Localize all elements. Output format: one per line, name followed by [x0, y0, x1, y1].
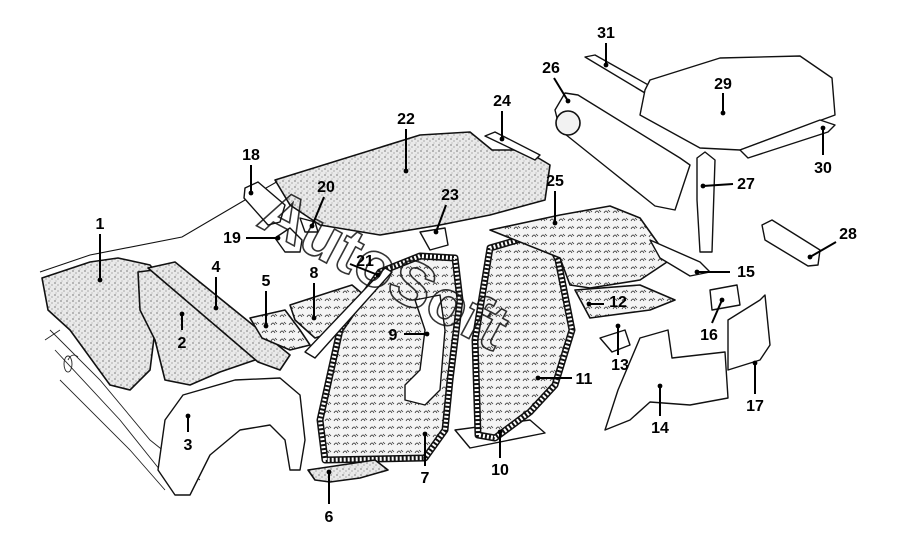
leader-dot-19 — [275, 235, 281, 241]
callout-20: 20 — [317, 179, 335, 196]
callout-2: 2 — [178, 335, 187, 352]
leader-dot-23 — [433, 229, 439, 235]
leader-dot-3 — [185, 413, 191, 419]
callout-9: 9 — [389, 327, 398, 344]
callout-30: 30 — [814, 160, 832, 177]
leader-dot-27 — [700, 183, 706, 189]
callout-24: 24 — [493, 93, 511, 110]
callout-13: 13 — [611, 357, 629, 374]
callout-18: 18 — [242, 147, 260, 164]
callout-19: 19 — [223, 230, 241, 247]
callout-26: 26 — [542, 60, 560, 77]
leader-dot-18 — [248, 190, 254, 196]
leader-line-21 — [349, 263, 379, 276]
part-12-floor-pad — [574, 284, 676, 319]
leader-dot-5 — [263, 323, 269, 329]
leader-dot-20 — [309, 223, 315, 229]
leader-dot-30 — [820, 125, 826, 131]
part-11-seal-detail — [473, 230, 574, 440]
part-28-bracket — [761, 219, 821, 267]
speaker-grille — [555, 110, 581, 136]
part-6-sill-front — [307, 459, 389, 483]
callout-1: 1 — [96, 216, 105, 233]
callout-labels: 1234567891011121314151617181920212223242… — [96, 25, 857, 526]
part-4-strip — [147, 261, 291, 371]
callout-12: 12 — [609, 294, 627, 311]
part-25-side-panel — [489, 205, 671, 289]
leader-dot-29 — [720, 110, 726, 116]
callout-31: 31 — [597, 25, 615, 42]
part-19-mirror — [274, 227, 303, 253]
part-30-edge-strip — [739, 119, 836, 159]
callout-27: 27 — [737, 176, 755, 193]
callout-16: 16 — [700, 327, 718, 344]
leader-dot-17 — [752, 360, 758, 366]
callout-7: 7 — [421, 470, 430, 487]
leader-line-16 — [711, 299, 723, 324]
callout-3: 3 — [184, 437, 193, 454]
callout-22: 22 — [397, 111, 415, 128]
part-22-headliner — [274, 131, 551, 236]
callout-14: 14 — [651, 420, 669, 437]
leader-dot-11 — [535, 375, 541, 381]
callout-15: 15 — [737, 264, 755, 281]
callout-4: 4 — [212, 259, 221, 276]
leader-dot-14 — [657, 383, 663, 389]
part-9-door-trim — [404, 294, 446, 406]
leader-dot-1 — [97, 277, 103, 283]
part-21-pillar-trim — [304, 267, 393, 359]
callout-10: 10 — [491, 462, 509, 479]
part-15-strip — [649, 239, 711, 277]
leader-line-26 — [553, 77, 569, 102]
leader-dot-6 — [326, 469, 332, 475]
leader-dot-25 — [552, 220, 558, 226]
leader-dot-22 — [403, 168, 409, 174]
leader-dot-15 — [694, 269, 700, 275]
leader-dot-31 — [603, 62, 609, 68]
leader-dot-12 — [586, 301, 592, 307]
leader-dot-28 — [807, 254, 813, 260]
part-17-quarter-panel — [727, 294, 771, 371]
callout-6: 6 — [325, 509, 334, 526]
leader-dot-21 — [375, 272, 381, 278]
leader-dot-8 — [311, 315, 317, 321]
part-27-pillar-trim — [696, 151, 716, 253]
callout-8: 8 — [310, 265, 319, 282]
leader-dot-10 — [497, 429, 503, 435]
callout-25: 25 — [546, 173, 564, 190]
leader-dot-2 — [179, 311, 185, 317]
part-1-hood-insulator — [41, 257, 171, 391]
callout-23: 23 — [441, 187, 459, 204]
leader-dot-16 — [719, 297, 725, 303]
part-7-seal-detail — [318, 254, 462, 462]
part-18-sun-visor — [243, 181, 286, 226]
callout-11: 11 — [576, 371, 593, 388]
leader-line-20 — [311, 196, 325, 227]
part-14-quarter-trim — [604, 329, 729, 431]
callout-29: 29 — [714, 76, 732, 93]
leader-line-27 — [702, 183, 734, 187]
callout-17: 17 — [746, 398, 764, 415]
part-20-handle — [299, 217, 319, 233]
leader-dot-4 — [213, 305, 219, 311]
callout-21: 21 — [356, 253, 374, 270]
part-13-bracket — [599, 329, 631, 353]
part-3-fender-liner — [157, 377, 306, 496]
leader-line-28 — [809, 241, 837, 258]
leader-line-23 — [435, 204, 447, 233]
leader-dot-24 — [499, 136, 505, 142]
callout-5: 5 — [262, 273, 271, 290]
leader-dot-26 — [565, 98, 571, 104]
part-24-strip — [484, 131, 541, 161]
leader-dot-13 — [615, 323, 621, 329]
part-16-small-panel — [709, 284, 741, 311]
leader-dot-7 — [422, 431, 428, 437]
callout-28: 28 — [839, 226, 857, 243]
leader-lines — [97, 43, 837, 504]
leader-dot-9 — [424, 331, 430, 337]
